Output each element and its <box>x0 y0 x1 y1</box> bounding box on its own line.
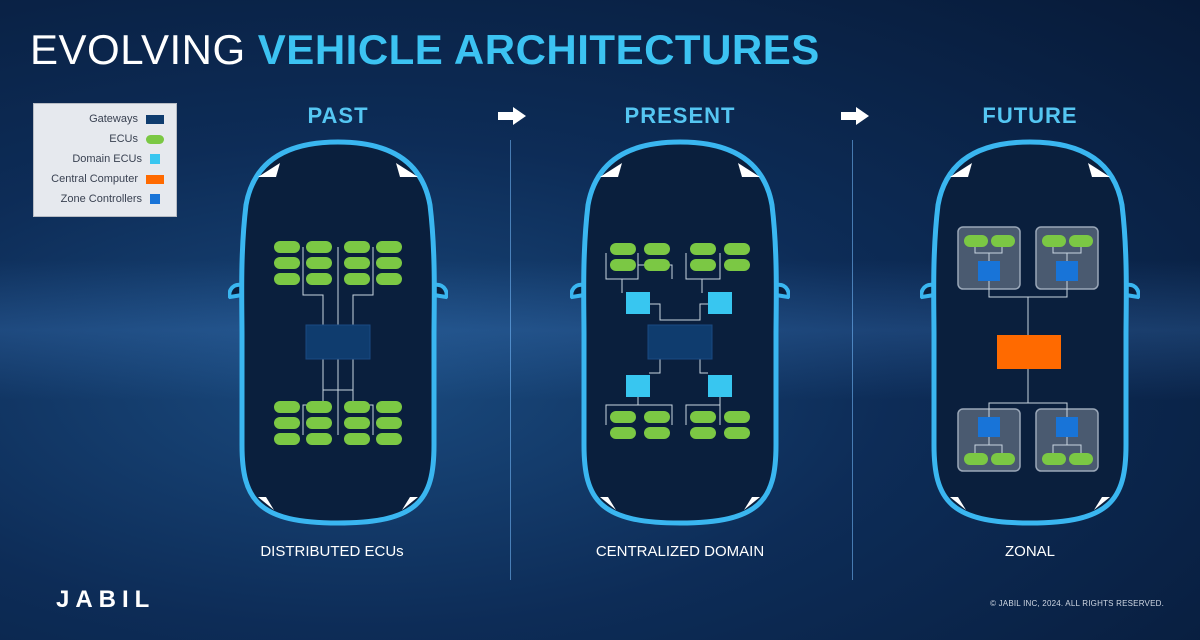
ecu-swatch <box>146 134 164 144</box>
architecture-label-future: ZONAL <box>1004 543 1055 560</box>
ecu-group-top <box>964 235 1093 247</box>
mirror-left <box>570 282 586 300</box>
stage-label-present: PRESENT <box>624 103 736 128</box>
mirror-right <box>432 282 448 300</box>
domain-ecus-bottom <box>626 375 732 397</box>
stage-label-future: FUTURE <box>982 103 1078 128</box>
gateway-swatch <box>146 114 164 124</box>
taillight <box>744 497 760 510</box>
legend-item-zone-controllers: Zone Controllers <box>61 192 164 206</box>
headlight <box>600 163 622 177</box>
central-computer <box>997 335 1061 369</box>
car-past <box>228 139 448 526</box>
divider <box>852 140 853 580</box>
domain-ecu-swatch <box>150 154 160 164</box>
divider <box>510 140 511 580</box>
ecu-group-bottom <box>610 411 750 439</box>
car-present <box>570 139 790 526</box>
legend-item-ecus: ECUs <box>109 132 164 146</box>
taillight <box>1094 497 1110 510</box>
gateway <box>647 324 713 360</box>
ecu-group-top <box>610 243 750 271</box>
car-future <box>920 139 1140 526</box>
headlight <box>396 163 418 177</box>
jabil-logo: JABIL <box>56 586 156 613</box>
legend-label: Central Computer <box>51 173 138 185</box>
title-part-1: EVOLVING <box>30 26 258 73</box>
legend: Gateways ECUs Domain ECUs Central Comput… <box>33 103 177 217</box>
ecu-group-top <box>274 241 402 285</box>
legend-label: ECUs <box>109 133 138 145</box>
domain-ecus-top <box>626 292 732 314</box>
title-part-2: VEHICLE ARCHITECTURES <box>257 26 820 73</box>
headlight <box>950 163 972 177</box>
arrow-right-icon <box>841 107 869 125</box>
gateway <box>305 324 371 360</box>
legend-item-gateways: Gateways <box>89 112 164 126</box>
arrow-right-icon <box>498 107 526 125</box>
legend-label: Zone Controllers <box>60 193 142 205</box>
ecu-group-bottom <box>964 453 1093 465</box>
mirror-left <box>920 282 936 300</box>
architecture-label-present: CENTRALIZED DOMAIN <box>595 543 765 560</box>
legend-item-central-computer: Central Computer <box>51 172 164 186</box>
taillight <box>402 497 418 510</box>
legend-label: Domain ECUs <box>72 153 142 165</box>
zone-controllers-bottom <box>978 417 1078 437</box>
wiring <box>974 247 1082 453</box>
headlight <box>1088 163 1110 177</box>
architecture-label-past: DISTRIBUTED ECUs <box>260 543 404 560</box>
headlight <box>258 163 280 177</box>
stage-label-past: PAST <box>307 103 369 128</box>
ecu-group-bottom <box>274 401 402 445</box>
taillight <box>258 497 274 510</box>
legend-item-domain-ecus: Domain ECUs <box>72 152 164 166</box>
mirror-right <box>774 282 790 300</box>
mirror-left <box>228 282 244 300</box>
taillight <box>950 497 966 510</box>
zone-controllers-top <box>978 261 1078 281</box>
mirror-right <box>1124 282 1140 300</box>
page-title: EVOLVING VEHICLE ARCHITECTURES <box>30 26 820 74</box>
copyright-text: © JABIL INC, 2024. ALL RIGHTS RESERVED. <box>990 599 1164 608</box>
central-computer-swatch <box>146 174 164 184</box>
zone-controller-swatch <box>150 194 160 204</box>
legend-label: Gateways <box>89 113 138 125</box>
headlight <box>738 163 760 177</box>
taillight <box>600 497 616 510</box>
